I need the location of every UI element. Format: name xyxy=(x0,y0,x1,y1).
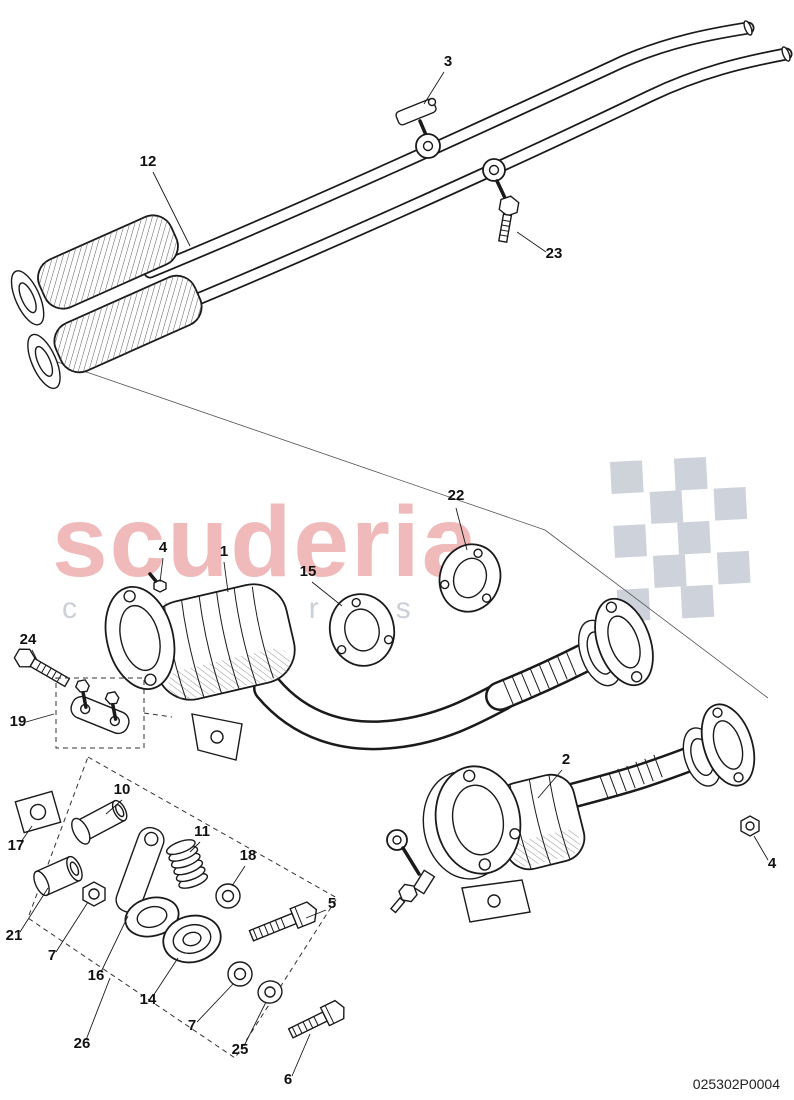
downpipe-assembly-2 xyxy=(386,703,760,923)
hardware-kit-boundary-26 xyxy=(27,756,338,1059)
hanger-clamp xyxy=(482,158,507,200)
mounting-bracket-tab-1 xyxy=(191,713,243,761)
bolt-6 xyxy=(287,999,345,1039)
gasket-15 xyxy=(328,593,396,667)
part-label-21: 21 xyxy=(6,927,23,944)
part-label-3: 3 xyxy=(444,53,452,70)
outlet-flange-1 xyxy=(594,597,654,687)
sleeve-10 xyxy=(71,799,128,845)
square-plate-17 xyxy=(14,790,62,834)
part-label-7-second: 7 xyxy=(188,1017,196,1034)
leader-lines xyxy=(19,71,769,1077)
end-flange-2 xyxy=(700,703,756,787)
part-label-10: 10 xyxy=(114,781,131,798)
part-label-6: 6 xyxy=(284,1071,292,1088)
part-label-4-right: 4 xyxy=(768,855,777,872)
part-label-18: 18 xyxy=(240,847,257,864)
part-label-19: 19 xyxy=(10,713,27,730)
nut-7-first xyxy=(82,881,106,907)
part-label-4-left: 4 xyxy=(159,539,168,556)
gasket-22 xyxy=(438,543,502,613)
catalytic-converter-rear-upper xyxy=(10,214,179,326)
washer-25 xyxy=(257,980,283,1004)
catalytic-converter-1-body xyxy=(148,583,296,701)
bolt-23 xyxy=(497,195,520,243)
part-label-2: 2 xyxy=(562,751,570,768)
part-label-14: 14 xyxy=(140,991,157,1008)
part-label-26: 26 xyxy=(74,1035,91,1052)
part-label-12: 12 xyxy=(140,153,157,170)
part-label-5: 5 xyxy=(328,895,336,912)
mounting-bracket-tab-2 xyxy=(461,879,531,923)
bolt-5 xyxy=(248,901,318,942)
pipe-end-cap xyxy=(743,20,753,36)
part-labels: 3 12 23 22 4 1 15 24 19 17 10 11 21 7 16… xyxy=(6,53,777,1088)
part-label-1: 1 xyxy=(220,543,228,560)
support-bracket-19 xyxy=(55,677,173,749)
part-label-7-first: 7 xyxy=(48,947,56,964)
bolt-24 xyxy=(13,648,71,688)
washer-7-second xyxy=(227,961,253,987)
flex-section-ribs xyxy=(502,650,577,705)
part-label-23: 23 xyxy=(546,245,563,262)
pipe-clamp-3 xyxy=(395,97,441,159)
rear-exhaust-assembly-12 xyxy=(10,20,793,390)
part-label-25: 25 xyxy=(232,1041,249,1058)
catalog-code: 025302P0004 xyxy=(693,1076,780,1092)
inlet-flange-1 xyxy=(104,586,176,690)
rubber-mount-14 xyxy=(162,914,222,964)
alignment-line-1 xyxy=(39,355,546,531)
part-label-15: 15 xyxy=(300,563,317,580)
pipe-end-cap xyxy=(781,46,791,62)
watermark-checkered-flag-icon xyxy=(610,456,751,622)
part-label-16: 16 xyxy=(88,967,105,984)
alignment-line-2 xyxy=(544,529,769,699)
washer-18 xyxy=(215,883,241,909)
watermark-title: scuderia xyxy=(52,486,479,598)
bushing-21 xyxy=(33,855,83,897)
catalytic-converter-rear-lower xyxy=(27,274,203,390)
part-label-17: 17 xyxy=(8,837,25,854)
hanger-bracket-16 xyxy=(115,826,180,938)
part-label-11: 11 xyxy=(194,823,210,840)
catalytic-converter-assembly-1 xyxy=(104,572,654,761)
front-flange-2 xyxy=(422,765,522,880)
spring-11 xyxy=(165,839,209,889)
nut-4-right xyxy=(740,815,760,837)
part-label-24: 24 xyxy=(20,631,37,648)
part-label-22: 22 xyxy=(448,487,465,504)
flex-section-ribs-2 xyxy=(599,754,663,799)
hanger-link-2 xyxy=(386,829,436,914)
